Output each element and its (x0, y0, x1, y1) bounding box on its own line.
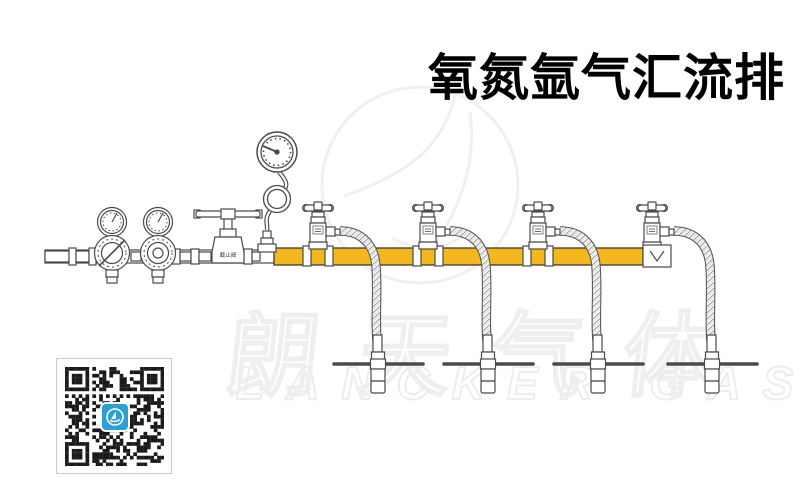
pressure-regulator-2 (139, 206, 177, 284)
qr-code (56, 358, 172, 474)
gauge-tee-fitting (257, 230, 277, 253)
branch-4 (637, 202, 757, 393)
branch-3 (523, 202, 643, 393)
manifold-gauge (256, 131, 298, 231)
branch-1 (303, 202, 423, 393)
branch-unions (302, 245, 554, 267)
flow-arrow-icon (649, 250, 665, 263)
page-title: 氧氮氩气汇流排 (428, 50, 785, 106)
lancker-logo-icon (100, 402, 130, 432)
pipe-elbow (642, 244, 672, 268)
inlet-fittings (44, 247, 261, 266)
globe-valve: 截止阀 (193, 208, 263, 264)
pressure-regulator-1 (93, 206, 131, 284)
globe-valve-label: 截止阀 (220, 251, 237, 259)
branch-2 (413, 202, 533, 393)
